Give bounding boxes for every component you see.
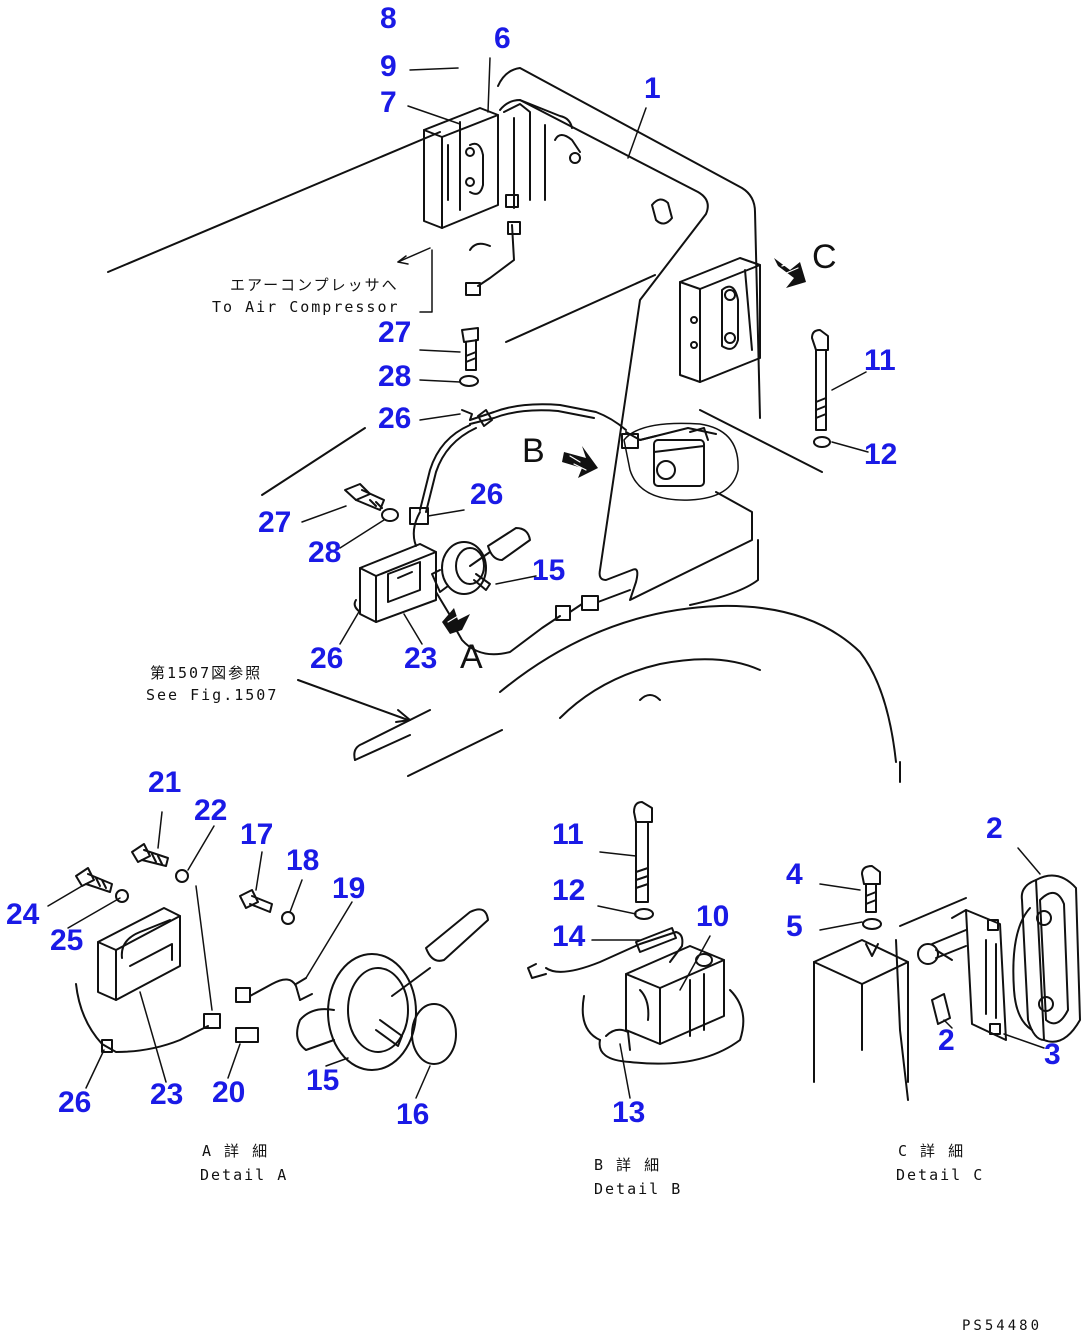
callout-26-mid: 26 (470, 478, 504, 511)
caption-detail-b-en: Detail B (594, 1180, 683, 1198)
callout-26-upper: 26 (378, 402, 412, 435)
note-see-fig-jp: 第1507図参照 (150, 664, 263, 682)
view-arrow-hatch (447, 261, 799, 623)
callout-23-main: 23 (404, 642, 438, 675)
callout-23-detail-a: 23 (150, 1078, 184, 1111)
callout-28-upper: 28 (378, 360, 412, 393)
callout-22: 22 (194, 794, 228, 827)
caption-detail-c-en: Detail C (896, 1166, 985, 1184)
caption-detail-b-jp: B 詳 細 (594, 1156, 662, 1174)
see-fig-leader (297, 679, 409, 721)
cab-outline (107, 67, 901, 783)
callout-4: 4 (786, 858, 803, 891)
air-compressor-leader (397, 247, 433, 313)
callout-27-upper: 27 (378, 316, 412, 349)
callout-14: 14 (552, 920, 586, 953)
callout-12-upper: 12 (864, 438, 898, 471)
callout-13: 13 (612, 1096, 646, 1129)
caption-detail-a-jp: A 詳 細 (202, 1142, 270, 1160)
callout-26-lower: 26 (310, 642, 344, 675)
bolt-27-upper (459, 327, 479, 421)
callout-15-detail-a: 15 (306, 1064, 340, 1097)
leader-lines-main (301, 57, 869, 645)
caption-detail-c-jp: C 詳 細 (898, 1142, 966, 1160)
callout-19: 19 (332, 872, 366, 905)
horn-harness (409, 403, 717, 525)
relay-b (621, 422, 739, 501)
bracket-23-main (353, 511, 437, 623)
callout-9: 9 (380, 50, 397, 83)
callout-20: 20 (212, 1076, 246, 1109)
detail-c-drawing (813, 847, 1081, 1101)
lower-harness (453, 589, 631, 656)
callout-17: 17 (240, 818, 274, 851)
view-arrows (442, 258, 806, 634)
lamp-assembly-c (679, 257, 761, 383)
detail-b-drawing (527, 801, 745, 1099)
harness-1 (465, 99, 753, 601)
view-marker-c: C (812, 238, 837, 276)
note-see-fig-en: See Fig.1507 (146, 686, 279, 704)
callout-26-detail-a: 26 (58, 1086, 92, 1119)
note-air-compressor-jp: エアーコンプレッサへ (230, 276, 399, 294)
callout-16: 16 (396, 1098, 430, 1131)
callout-1: 1 (644, 72, 661, 105)
caption-detail-a-en: Detail A (200, 1166, 289, 1184)
horn-15-main (431, 527, 531, 623)
bolt-11-upper (811, 329, 831, 448)
note-air-compressor-en: To Air Compressor (212, 298, 400, 316)
view-marker-b: B (522, 432, 545, 470)
view-marker-a: A (460, 638, 483, 676)
see-fig-arrowhead (395, 709, 411, 723)
callout-27-mid: 27 (258, 506, 292, 539)
callout-8: 8 (380, 2, 397, 35)
callout-3: 3 (1044, 1038, 1061, 1071)
callout-11-detail-b: 11 (552, 818, 584, 851)
callout-25: 25 (50, 924, 84, 957)
bolt-27-mid (344, 483, 399, 522)
callout-5: 5 (786, 910, 803, 943)
relay-box-6 (423, 107, 499, 229)
callout-21: 21 (148, 766, 182, 799)
callout-24: 24 (6, 898, 40, 931)
callout-11-upper: 11 (864, 344, 896, 377)
callout-7: 7 (380, 86, 397, 119)
callout-28-mid: 28 (308, 536, 342, 569)
drawing-reference: PS54480 (962, 1318, 1043, 1334)
callout-2-piece: 2 (938, 1024, 955, 1057)
callout-18: 18 (286, 844, 320, 877)
callout-2-lamp: 2 (986, 812, 1003, 845)
callout-6: 6 (494, 22, 511, 55)
detail-a-drawing (47, 811, 489, 1099)
callout-15-main: 15 (532, 554, 566, 587)
callout-12-detail-b: 12 (552, 874, 586, 907)
callout-10: 10 (696, 900, 730, 933)
